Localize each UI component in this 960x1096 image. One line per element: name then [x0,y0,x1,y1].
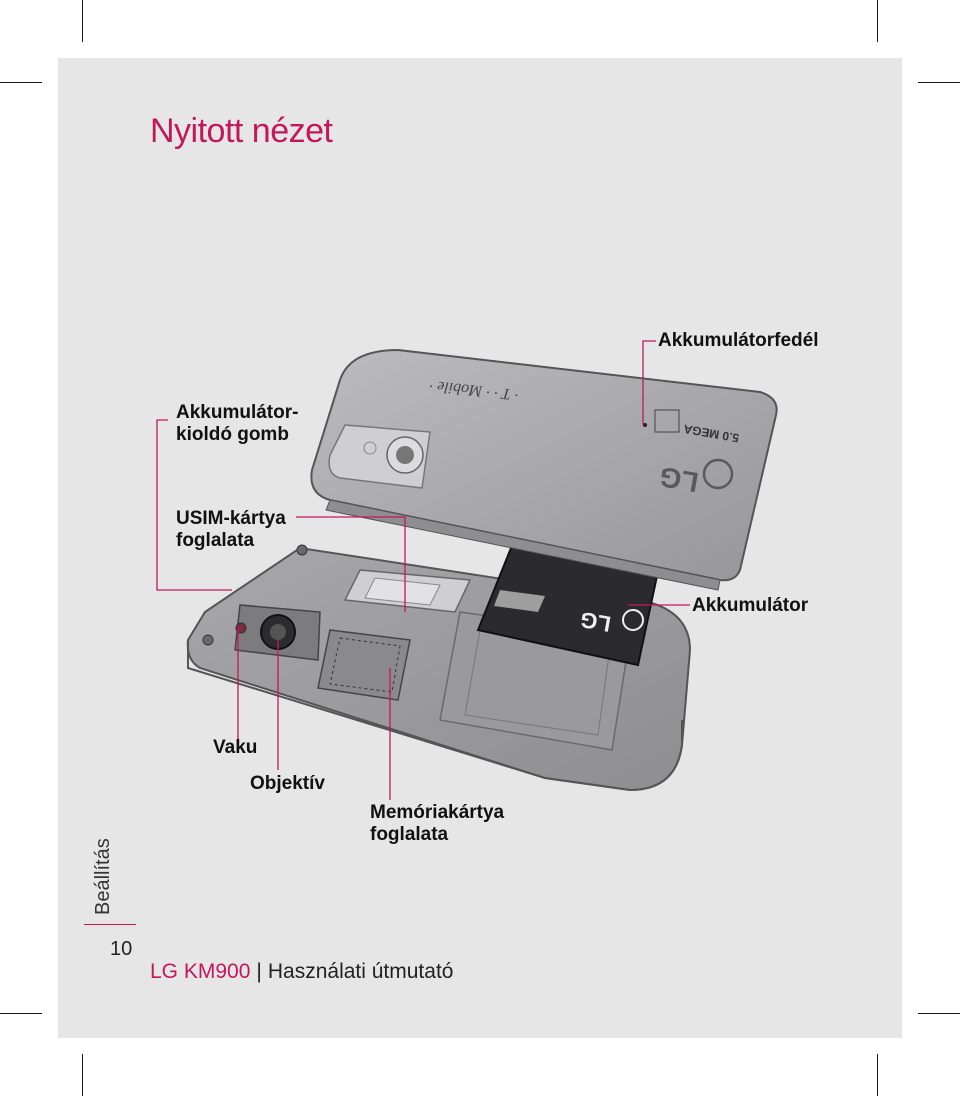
crop-mark [82,0,83,42]
footer: LG KM900|Használati útmutató [150,960,453,984]
battery-brand-mark: LG [578,607,612,637]
section-side-label: Beállítás [92,838,114,915]
crop-mark [877,0,878,42]
page-title: Nyitott nézet [150,112,333,150]
label-usim-slot: USIM-kártya foglalata [176,508,286,551]
page-number: 10 [110,938,133,960]
footer-model: LG KM900 [150,960,251,983]
crop-mark [918,82,960,83]
crop-mark [877,1054,878,1096]
side-divider [84,924,136,925]
crop-mark [0,82,42,83]
footer-guide: Használati útmutató [267,960,454,983]
label-release-button: Akkumulátor- kioldó gomb [176,402,299,445]
crop-mark [918,1013,960,1014]
crop-mark [0,1013,42,1014]
cover-brand-mark: LG [657,461,701,498]
leader-usim [296,516,406,612]
crop-mark [82,1054,83,1096]
label-battery-cover: Akkumulátorfedél [658,330,819,351]
leader-lines [156,340,690,800]
page [58,58,902,1038]
label-memcard-slot: Memóriakártya foglalata [370,802,505,845]
label-flash: Vaku [213,737,258,758]
battery-cover: · T · · Mobile · LG 5.0 MEGA [310,348,778,591]
label-lens: Objektív [250,773,325,794]
label-battery: Akkumulátor [692,595,809,616]
footer-separator: | [256,960,262,983]
leader-release-button [156,419,232,591]
leader-battery-cover [642,340,656,425]
battery: LG [476,536,662,667]
